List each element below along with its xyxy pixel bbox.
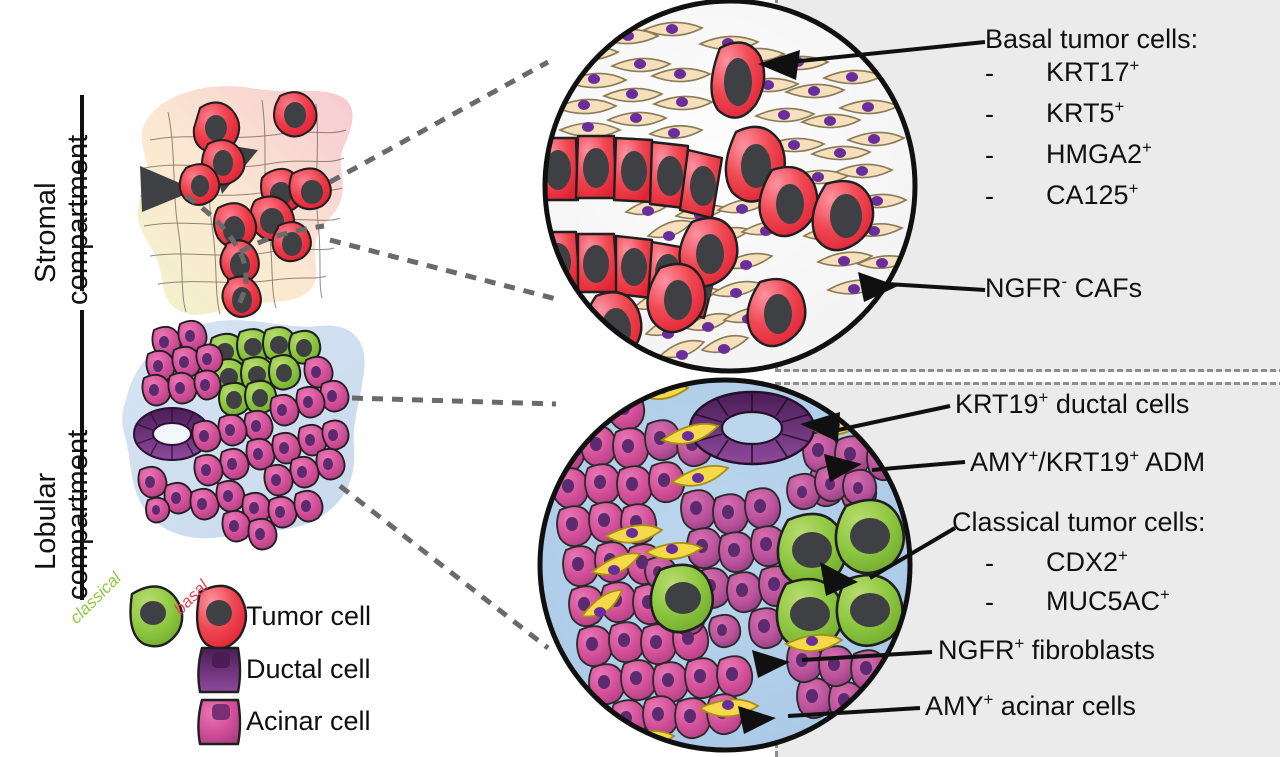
marker-krt5-text: KRT5 — [1046, 98, 1115, 128]
amy-acinar-text: AMY — [925, 691, 984, 721]
classical-dash-0: - — [985, 548, 994, 578]
ngfr-cafs-suffix: CAFs — [1067, 273, 1143, 303]
connector-lines — [328, 59, 561, 650]
adm-krt19-text: /KRT19 — [1038, 447, 1130, 477]
stroma-arrowhead-left — [140, 166, 196, 212]
marker-krt5-sign: + — [1114, 97, 1125, 116]
lobular-bracket — [80, 310, 84, 600]
basal-tumor-heading: Basal tumor cells: — [985, 24, 1199, 54]
amy-acinar-sign: + — [983, 690, 994, 709]
marker-hmga2-sign: + — [1142, 138, 1152, 157]
ngfr-fibroblasts-label: NGFR+ fibroblasts — [938, 634, 1155, 665]
leader-arrowheads — [738, 50, 898, 734]
schematic-acinar-cells — [137, 319, 350, 551]
legend-classical-cell — [129, 585, 184, 648]
schematic-stromal-compartment — [137, 86, 353, 318]
stromal-compartment-label-line2: compartment — [62, 134, 94, 305]
adm-krt19-sign: + — [1129, 446, 1140, 465]
amy-acinar-suffix: acinar cells — [993, 691, 1136, 721]
marker-krt17-text: KRT17 — [1046, 57, 1130, 87]
legend-acinar-cell-label: Acinar cell — [246, 706, 371, 736]
legend-ductal-cell — [197, 646, 242, 694]
ductal-cells-label: KRT19+ ductal cells — [955, 388, 1190, 419]
legend-basal-cell — [195, 584, 248, 650]
ngfr-fibroblasts-text: NGFR — [938, 635, 1015, 665]
leader-ngfr-cafs — [885, 282, 986, 292]
marker-cdx2: CDX2+ — [1046, 546, 1128, 577]
ductal-cells-suffix: ductal cells — [1048, 389, 1190, 419]
adm-label: AMY+/KRT19+ ADM — [970, 446, 1206, 477]
basal-invasive-cells — [545, 41, 875, 364]
legend-tumor-cell-label: Tumor cell — [246, 601, 372, 631]
marker-dash-0: - — [985, 58, 994, 88]
marker-cdx2-sign: + — [1118, 546, 1128, 565]
amy-acinar-label: AMY+ acinar cells — [925, 690, 1136, 721]
leader-fibroblasts — [801, 650, 933, 662]
connector-lobule-top — [351, 395, 557, 407]
ngfr-cafs-text: NGFR — [985, 273, 1062, 303]
connector-stroma-bottom — [329, 237, 561, 303]
inset-stromal-circle — [542, 0, 918, 374]
adm-suffix: ADM — [1139, 447, 1206, 477]
ngfr-fibroblasts-sign: + — [1014, 634, 1025, 653]
leader-acinar — [787, 706, 921, 718]
ngfr-cafs-sign: - — [1061, 272, 1068, 291]
marker-hmga2-text: HMGA2 — [1046, 139, 1143, 169]
ductal-cells-sign: + — [1038, 388, 1049, 407]
marker-hmga2: HMGA2+ — [1046, 138, 1152, 169]
marker-muc5ac-sign: + — [1160, 585, 1170, 604]
leader-basal-tumor — [789, 40, 986, 64]
marker-dash-2: - — [985, 140, 994, 170]
legend-ductal-cell-label: Ductal cell — [246, 654, 371, 684]
marker-ca125-text: CA125 — [1046, 180, 1129, 210]
legend-shapes — [129, 584, 248, 746]
connector-lobule-bottom — [338, 484, 550, 650]
connector-stroma-top — [328, 59, 550, 185]
adm-amy-text: AMY — [970, 447, 1029, 477]
marker-cdx2-text: CDX2 — [1046, 547, 1119, 577]
inset-classical-tumor-cells — [649, 498, 906, 651]
lobular-compartment-label-line1: Lobular — [30, 472, 62, 570]
classical-tumor-heading: Classical tumor cells: — [952, 507, 1206, 537]
marker-ca125-sign: + — [1128, 179, 1139, 198]
marker-krt5: KRT5+ — [1046, 97, 1125, 128]
marker-dash-1: - — [985, 99, 994, 129]
inset-lobular-circle — [537, 377, 913, 753]
legend-acinar-cell — [197, 698, 242, 746]
lobular-compartment-label-line2: compartment — [62, 429, 94, 600]
ngfr-fibroblasts-suffix: fibroblasts — [1024, 635, 1155, 665]
marker-krt17: KRT17+ — [1046, 56, 1140, 87]
stromal-compartment-label-line1: Stromal — [30, 182, 62, 283]
marker-muc5ac: MUC5AC+ — [1046, 585, 1170, 616]
schematic-lobular-compartment — [122, 319, 365, 551]
classical-dash-1: - — [985, 587, 994, 617]
marker-dash-3: - — [985, 181, 994, 211]
leader-ductal — [837, 404, 951, 432]
adm-amy-sign: + — [1028, 446, 1039, 465]
marker-ca125: CA125+ — [1046, 179, 1139, 210]
stromal-bracket — [80, 95, 84, 291]
marker-muc5ac-text: MUC5AC — [1046, 586, 1161, 616]
ngfr-cafs-label: NGFR- CAFs — [985, 272, 1143, 303]
leader-classical — [868, 526, 957, 580]
ductal-cells-text: KRT19 — [955, 389, 1039, 419]
leader-adm — [871, 460, 966, 472]
marker-krt17-sign: + — [1129, 56, 1140, 75]
leader-lines — [787, 40, 986, 718]
